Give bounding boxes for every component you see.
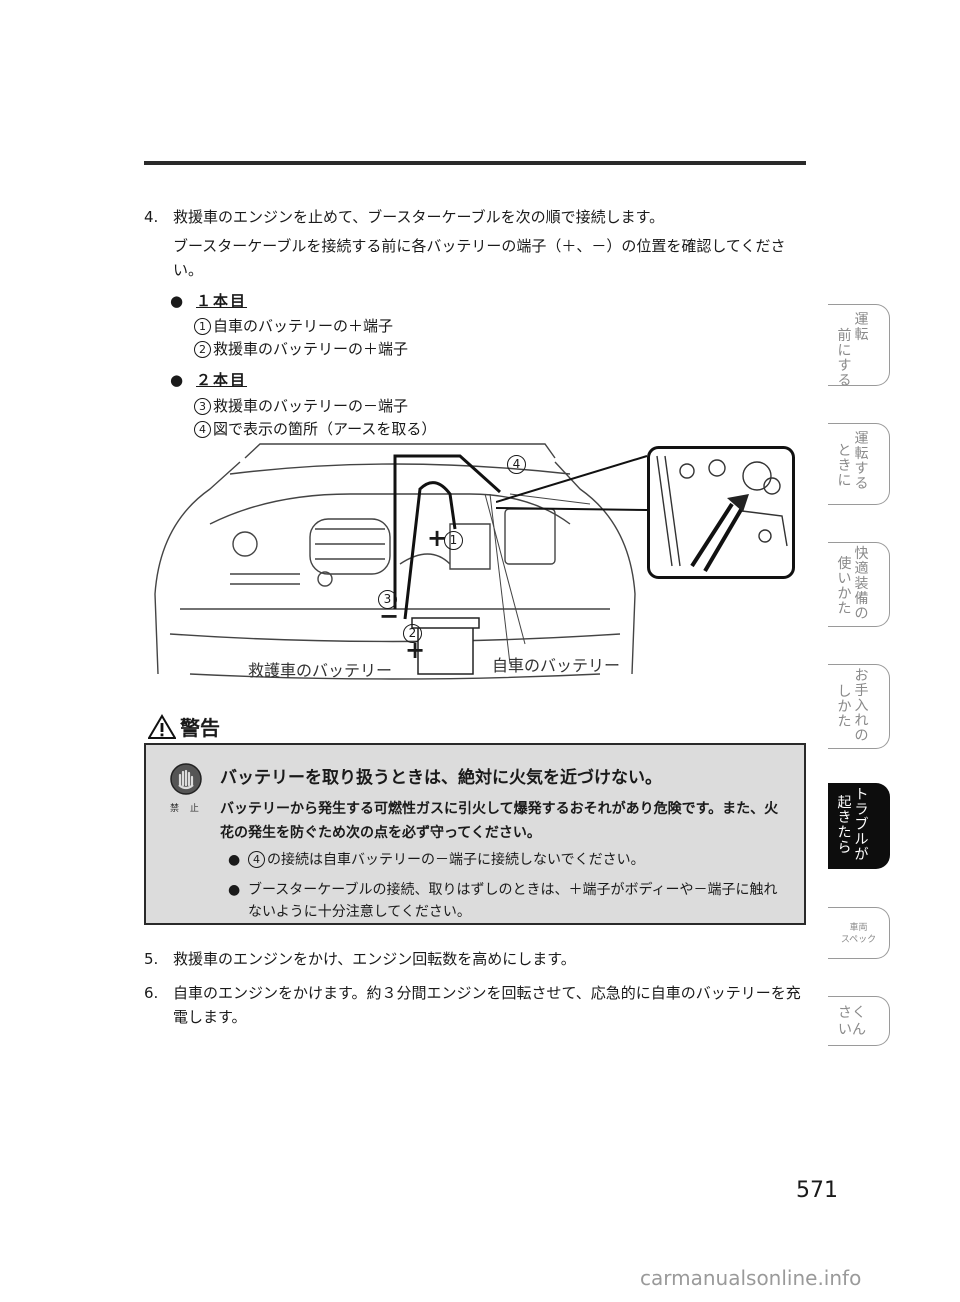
tab-label-left: ときに [837, 443, 852, 489]
header-rule [144, 161, 806, 165]
tab-vehicle-specs[interactable]: 車両 スペック [828, 907, 890, 959]
engine-bay-illustration [154, 443, 636, 680]
bullet-dot: ● [228, 882, 241, 898]
tab-label-line1: さく [838, 1005, 866, 1021]
item-text: 自車のバッテリーの＋端子 [213, 317, 394, 335]
step-number: 4. [144, 208, 159, 226]
item-text: 図で表示の箇所（アースを取る） [213, 420, 437, 438]
step-number: 6. [144, 984, 159, 1002]
tab-when-driving[interactable]: 運転する ときに [828, 423, 890, 505]
circled-number: 4 [194, 421, 211, 438]
tab-label-right: お手入れの [854, 668, 869, 744]
circled-number: 2 [194, 341, 211, 358]
item-text: 救援車のバッテリーの－端子 [213, 397, 409, 415]
warning-title-text: 警告 [180, 716, 220, 740]
item-text: 救援車のバッテリーの＋端子 [213, 340, 409, 358]
item-text: ブースターケーブルの接続、取りはずしのときは、＋端子がボディーや－端子に触れない… [248, 882, 778, 920]
circled-number: 1 [194, 318, 211, 335]
tab-label-right: 運転 [854, 312, 869, 343]
tab-label-line1: 車両 [849, 923, 868, 933]
item-text: の接続は自車バッテリーの－端子に接続しないでください。 [267, 852, 645, 868]
step-text: 自車のエンジンをかけます。約３分間エンジンを回転させて、応急的に自車のバッテリー… [173, 984, 801, 1026]
step-text: 救援車のエンジンを止めて、ブースターケーブルを次の順で接続します。 [173, 208, 665, 226]
prohibited-hand-icon [170, 763, 203, 795]
marker-3: 3 [378, 590, 397, 609]
step-number: 5. [144, 950, 159, 968]
tab-label-right: 快適装備の [854, 546, 869, 622]
warning-bold-text: バッテリーから発生する可燃性ガスに引火して爆発するおそれがあり危険です。また、火… [220, 801, 779, 841]
step-text: 救援車のエンジンをかけ、エンジン回転数を高めにします。 [173, 950, 576, 968]
warning-heading: バッテリーを取り扱うときは、絶対に火気を近づけない。 [220, 768, 662, 788]
circled-number: 3 [194, 398, 211, 415]
prohibit-mark: 禁 止 [170, 763, 203, 814]
tab-label-line2: いん [838, 1022, 866, 1038]
tab-index[interactable]: さく いん [828, 996, 890, 1046]
plus-sign: + [427, 524, 448, 552]
marker-2: 2 [403, 624, 422, 643]
warning-box: 禁 止 バッテリーを取り扱うときは、絶対に火気を近づけない。 バッテリーから発生… [144, 743, 806, 925]
bullet-label: １本目 [196, 292, 248, 310]
label-rescue-battery: 救護車のバッテリー [248, 661, 393, 680]
bullet-first-cable: ● １本目 [170, 290, 247, 311]
bullet-dot: ● [170, 371, 184, 389]
tab-label-left: 使いかた [837, 556, 852, 617]
tab-trouble[interactable]: トラブルが 起きたら [828, 783, 890, 869]
marker-4: 4 [507, 455, 526, 474]
warning-triangle-icon [147, 714, 177, 739]
plus-sign: + [405, 636, 426, 664]
tab-label-right: トラブルが [854, 787, 869, 863]
watermark: carmanualsonline.info [640, 1266, 862, 1290]
tab-label-left: 前にする [837, 328, 852, 389]
tab-label-left: しかた [837, 684, 852, 730]
step-note-text: ブースターケーブルを接続する前に各バッテリーの端子（＋、－）の位置を確認してくだ… [173, 237, 786, 279]
tab-before-driving[interactable]: 運転 前にする [828, 304, 890, 389]
bullet-dot: ● [228, 852, 241, 868]
bullet-label: ２本目 [196, 371, 248, 389]
circled-number: 4 [248, 851, 265, 868]
page-number: 571 [796, 1178, 838, 1203]
bullet-second-cable: ● ２本目 [170, 369, 247, 390]
bullet-dot: ● [170, 292, 184, 310]
minus-sign: − [379, 602, 400, 630]
ground-point-inset [647, 446, 795, 579]
tab-label-left: 起きたら [837, 795, 852, 856]
tab-comfort-equipment[interactable]: 快適装備の 使いかた [828, 542, 890, 627]
marker-1: 1 [444, 531, 463, 550]
prohibit-label: 禁 止 [170, 804, 203, 814]
tab-maintenance[interactable]: お手入れの しかた [828, 664, 890, 749]
tab-label-line2: スペック [840, 935, 877, 945]
warning-title: 警告 [147, 712, 220, 741]
inset-connector-lines [496, 455, 648, 511]
label-own-battery: 自車のバッテリー [492, 656, 621, 675]
tab-label-right: 運転する [854, 431, 869, 492]
